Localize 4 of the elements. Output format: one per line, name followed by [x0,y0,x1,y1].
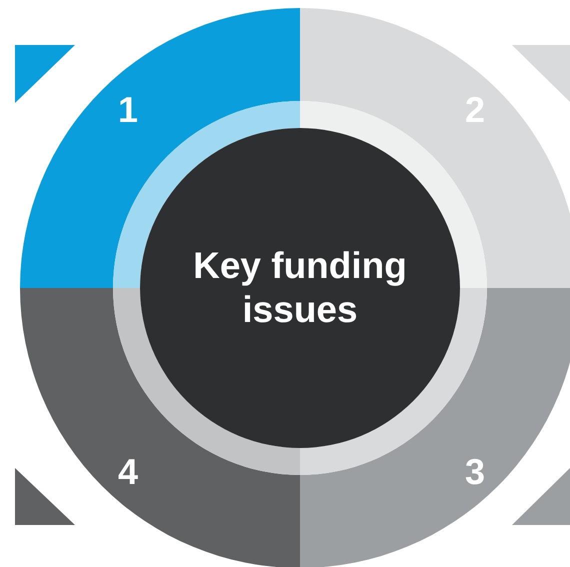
center-title: Key funding issues [192,244,408,332]
step-number: 3 [464,454,486,490]
step-number: 1 [118,92,138,128]
step-number: 4 [118,454,138,490]
